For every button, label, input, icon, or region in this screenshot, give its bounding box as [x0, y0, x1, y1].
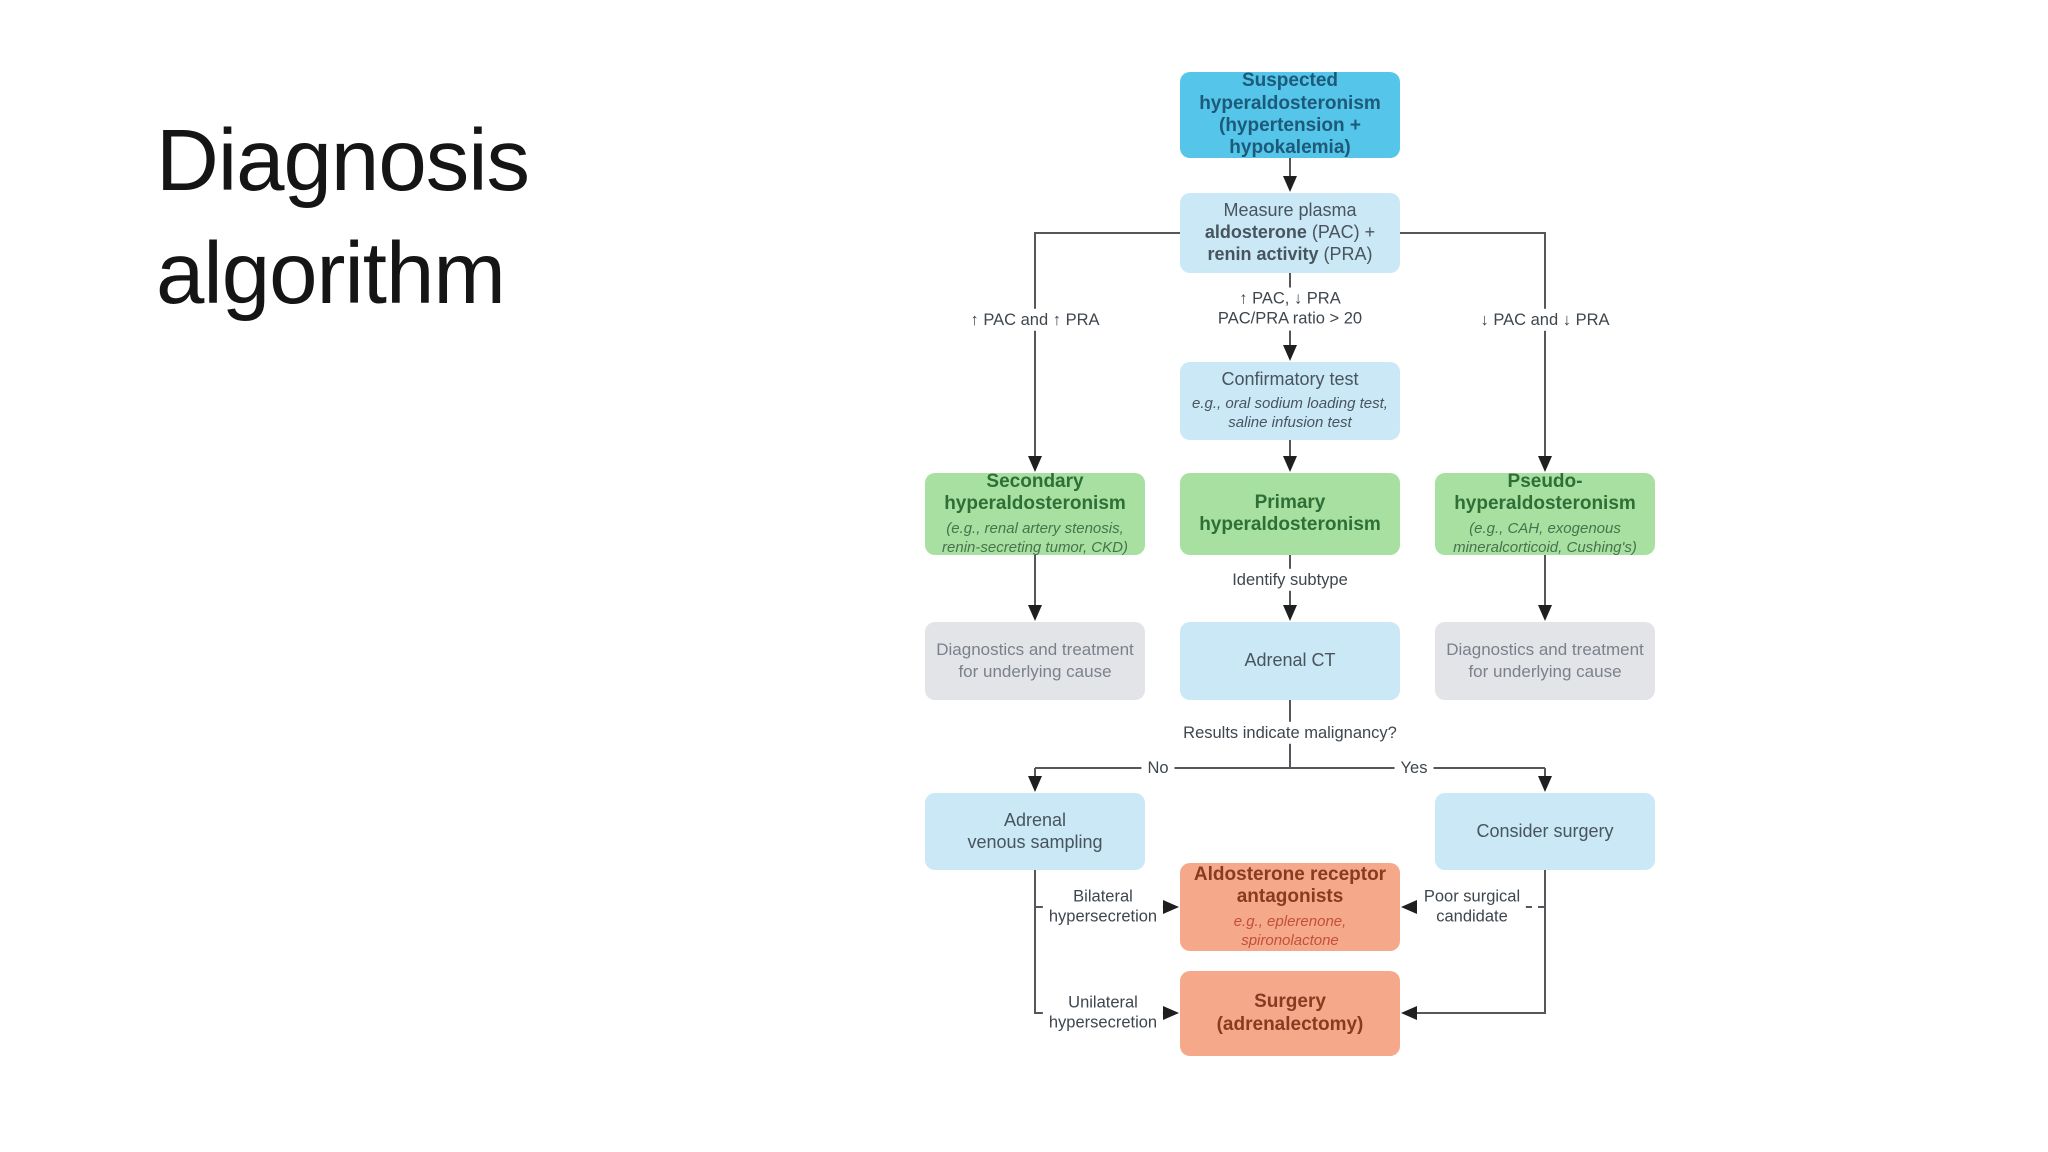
label-identify-subtype: Identify subtype [1226, 568, 1354, 592]
box-confirmatory-subtitle: e.g., oral sodium loading test, saline i… [1192, 395, 1388, 432]
label-poor-surgical-line2: candidate [1436, 908, 1508, 926]
label-bilateral-line2: hypersecretion [1048, 908, 1158, 926]
label-mid-branch: ↑ PAC, ↓ PRA PAC/PRA ratio > 20 [1211, 287, 1369, 331]
box-secondary-title: Secondary hyperaldosteronism [944, 470, 1126, 515]
box-diagnostics-left-title: Diagnostics and treatment for underlying… [936, 639, 1134, 681]
avs-line2: venous sampling [967, 831, 1103, 852]
measure-line2-bold: aldosterone [1204, 222, 1307, 243]
label-no: No [1141, 756, 1175, 780]
box-consider-surgery-title: Consider surgery [1476, 820, 1614, 841]
label-no-text: No [1147, 758, 1169, 777]
box-diagnostics-right: Diagnostics and treatment for underlying… [1435, 622, 1655, 700]
measure-line3-rest: (PRA) [1318, 243, 1373, 264]
box-aldosterone-receptor-antagonists: Aldosterone receptor antagonists e.g., e… [1180, 863, 1400, 951]
label-right-branch-text: ↓ PAC and ↓ PRA [1480, 310, 1610, 329]
box-suspected-title: Suspected hyperaldosteronism (hypertensi… [1199, 70, 1381, 159]
label-mid-branch-line1: ↑ PAC, ↓ PRA [1239, 289, 1341, 308]
box-avs-title: Adrenal venous sampling [967, 810, 1102, 854]
label-malignancy: Results indicate malignancy? [1177, 721, 1403, 745]
box-secondary-hyperaldosteronism: Secondary hyperaldosteronism (e.g., rena… [925, 470, 1145, 556]
label-poor-surgical: Poor surgical candidate [1417, 885, 1527, 929]
label-bilateral-line1: Bilateral [1073, 887, 1133, 906]
box-diagnostics-right-title: Diagnostics and treatment for underlying… [1446, 639, 1644, 681]
label-left-branch-text: ↑ PAC and ↑ PRA [970, 310, 1100, 329]
box-pseudo-hyperaldosteronism: Pseudo-hyperaldosteronism (e.g., CAH, ex… [1435, 470, 1655, 556]
box-surgery-adrenalectomy: Surgery (adrenalectomy) [1180, 971, 1400, 1056]
box-adrenal-ct: Adrenal CT [1180, 622, 1400, 700]
box-measure-plasma: Measure plasma aldosterone (PAC) + renin… [1180, 193, 1400, 273]
label-left-branch: ↑ PAC and ↑ PRA [964, 308, 1106, 332]
box-surgery-title: Surgery (adrenalectomy) [1217, 991, 1364, 1036]
measure-line1: Measure plasma [1223, 200, 1357, 221]
measure-line2-rest: (PAC) + [1306, 222, 1376, 243]
box-pseudo-title: Pseudo-hyperaldosteronism [1454, 470, 1636, 515]
box-adrenal-venous-sampling: Adrenal venous sampling [925, 793, 1145, 870]
box-adrenal-ct-title: Adrenal CT [1244, 650, 1336, 671]
box-primary-title: Primary hyperaldosteronism [1199, 491, 1381, 535]
label-identify-subtype-text: Identify subtype [1232, 570, 1348, 589]
surgery-line2: (adrenalectomy) [1216, 1013, 1364, 1035]
box-pseudo-subtitle: (e.g., CAH, exogenous mineralcorticoid, … [1453, 519, 1637, 556]
label-bilateral: Bilateral hypersecretion [1042, 885, 1164, 929]
label-unilateral-line2: hypersecretion [1048, 1014, 1158, 1032]
box-primary-hyperaldosteronism: Primary hyperaldosteronism [1180, 473, 1400, 555]
label-unilateral: Unilateral hypersecretion [1042, 991, 1164, 1035]
box-confirmatory-title: Confirmatory test [1221, 369, 1359, 390]
label-malignancy-text: Results indicate malignancy? [1183, 723, 1397, 742]
label-unilateral-line1: Unilateral [1068, 993, 1138, 1012]
box-antagonists-subtitle: e.g., eplerenone, spironolactone [1233, 912, 1347, 949]
box-confirmatory-test: Confirmatory test e.g., oral sodium load… [1180, 362, 1400, 440]
label-yes: Yes [1394, 756, 1434, 780]
label-mid-branch-line2: PAC/PRA ratio > 20 [1217, 310, 1363, 328]
avs-line1: Adrenal [1003, 809, 1067, 830]
box-secondary-subtitle: (e.g., renal artery stenosis, renin-secr… [942, 519, 1128, 556]
slide-title: Diagnosis algorithm [156, 112, 530, 323]
box-diagnostics-left: Diagnostics and treatment for underlying… [925, 622, 1145, 700]
label-poor-surgical-line1: Poor surgical [1423, 887, 1521, 906]
box-measure-text: Measure plasma aldosterone (PAC) + renin… [1205, 200, 1375, 266]
label-yes-text: Yes [1400, 758, 1428, 777]
box-suspected-hyperaldosteronism: Suspected hyperaldosteronism (hypertensi… [1180, 70, 1400, 159]
label-right-branch: ↓ PAC and ↓ PRA [1474, 308, 1616, 332]
measure-line3-bold: renin activity [1207, 243, 1319, 264]
box-antagonists-title: Aldosterone receptor antagonists [1193, 863, 1387, 908]
box-consider-surgery: Consider surgery [1435, 793, 1655, 870]
surgery-line1: Surgery [1254, 991, 1326, 1013]
